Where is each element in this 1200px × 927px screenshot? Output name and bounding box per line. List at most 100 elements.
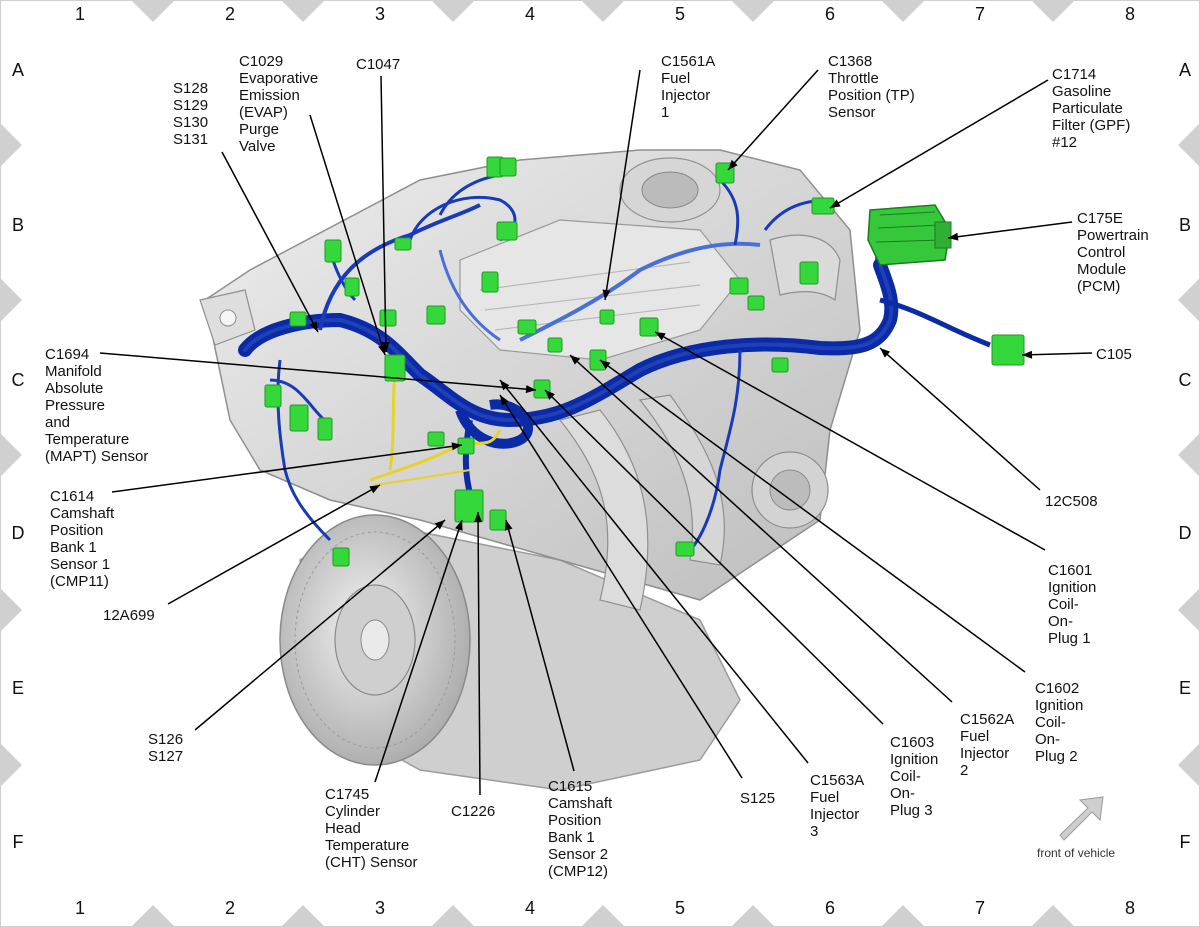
leader-line-c1603 [544,389,884,725]
border-diamond [881,0,925,22]
callout-c12c508: 12C508 [1045,493,1098,510]
connector [747,295,765,311]
connector [499,157,517,177]
border-diamond [431,905,475,927]
grid-column-7-top: 7 [974,4,985,24]
callout-line: Absolute [45,380,104,397]
leader-line-a12a699 [167,484,381,605]
callout-line: Injector [810,806,860,823]
border-diamond [1178,278,1200,322]
leader-line-c1047 [380,75,387,353]
callout-line: Filter (GPF) [1052,117,1131,134]
callout-line: S127 [148,748,184,765]
grid-row-D-right: D [1178,523,1192,543]
connector [811,197,835,215]
border-diamond [281,905,325,927]
grid-row-C-right: C [1178,370,1192,390]
grid-row-E-right: E [1178,678,1191,698]
connector [426,305,446,325]
connector [589,349,607,371]
arrowhead-c1603 [545,390,555,400]
leader-line-c1745 [374,519,463,783]
border-diamond [131,905,175,927]
callout-line: Valve [239,138,276,155]
connector [332,547,350,567]
callout-c105: C105 [1096,346,1132,363]
callout-line: C1614 [50,488,95,505]
connector [517,319,537,335]
arrowhead-c1714 [830,199,841,208]
callout-line: C1563A [810,772,865,789]
border-diamond [1031,0,1075,22]
border-diamond [581,905,625,927]
connector [639,317,659,337]
callout-line: 12A699 [103,607,155,624]
callout-line: 2 [960,762,969,779]
connector [675,541,695,557]
callout-line: C1603 [890,734,935,751]
connector [489,509,507,531]
callout-line: C1714 [1052,66,1097,83]
arrowhead-s128-s131 [309,321,318,332]
callout-line: Camshaft [548,795,613,812]
arrowhead-c1226 [474,512,483,523]
grid-row-C-left: C [11,370,25,390]
grid-column-3-top: 3 [374,4,385,24]
leader-line-c1562a [569,354,953,703]
arrowhead-c1561a [602,289,611,300]
callout-line: Gasoline [1052,83,1112,100]
leader-lines [99,69,1093,796]
connector [457,437,475,455]
callout-line: Position [50,522,104,539]
grid-column-5-bottom: 5 [674,898,685,918]
leader-line-s125 [499,394,743,779]
arrowhead-c105 [1022,350,1033,359]
arrowheads [309,159,1033,531]
callout-line: Pressure [45,397,106,414]
callout-line: (CMP12) [548,863,609,880]
callout-line: C1745 [325,786,370,803]
callout-line: Manifold [45,363,102,380]
connector [264,384,282,408]
leader-line-c1029 [309,114,386,356]
callout-line: 1 [661,104,670,121]
callout-line: Plug 2 [1035,748,1078,765]
callout-line: Coil- [1048,596,1079,613]
callout-line: (CHT) Sensor [325,854,418,871]
callout-line: Plug 1 [1048,630,1091,647]
connector [324,239,342,263]
grid-column-1-top: 1 [74,4,85,24]
callout-a12a699: 12A699 [103,607,155,624]
callout-line: Camshaft [50,505,115,522]
leader-line-c12c508 [879,347,1041,491]
callout-line: Ignition [1035,697,1084,714]
callout-line: S129 [173,97,209,114]
leader-line-c1226 [477,511,481,796]
grid-column-8-top: 8 [1124,4,1135,24]
grid-column-3-bottom: 3 [374,898,385,918]
border-diamond [281,0,325,22]
border-diamond [1178,123,1200,167]
arrowhead-a12a699 [369,485,380,494]
border-diamond [731,0,775,22]
grid-row-F-left: F [12,832,24,852]
callout-line: Coil- [1035,714,1066,731]
border-diamond [0,588,22,632]
border-diamond [0,433,22,477]
border-diamond [581,0,625,22]
callout-line: Bank 1 [50,539,97,556]
arrowhead-c1602 [600,360,611,370]
arrowhead-c1614 [451,442,462,451]
callout-line: #12 [1052,134,1078,151]
callout-line: Sensor [828,104,876,121]
callout-line: Position [548,812,602,829]
border-diamond [1031,905,1075,927]
arrowhead-c1368 [728,159,738,170]
connector [454,489,484,523]
